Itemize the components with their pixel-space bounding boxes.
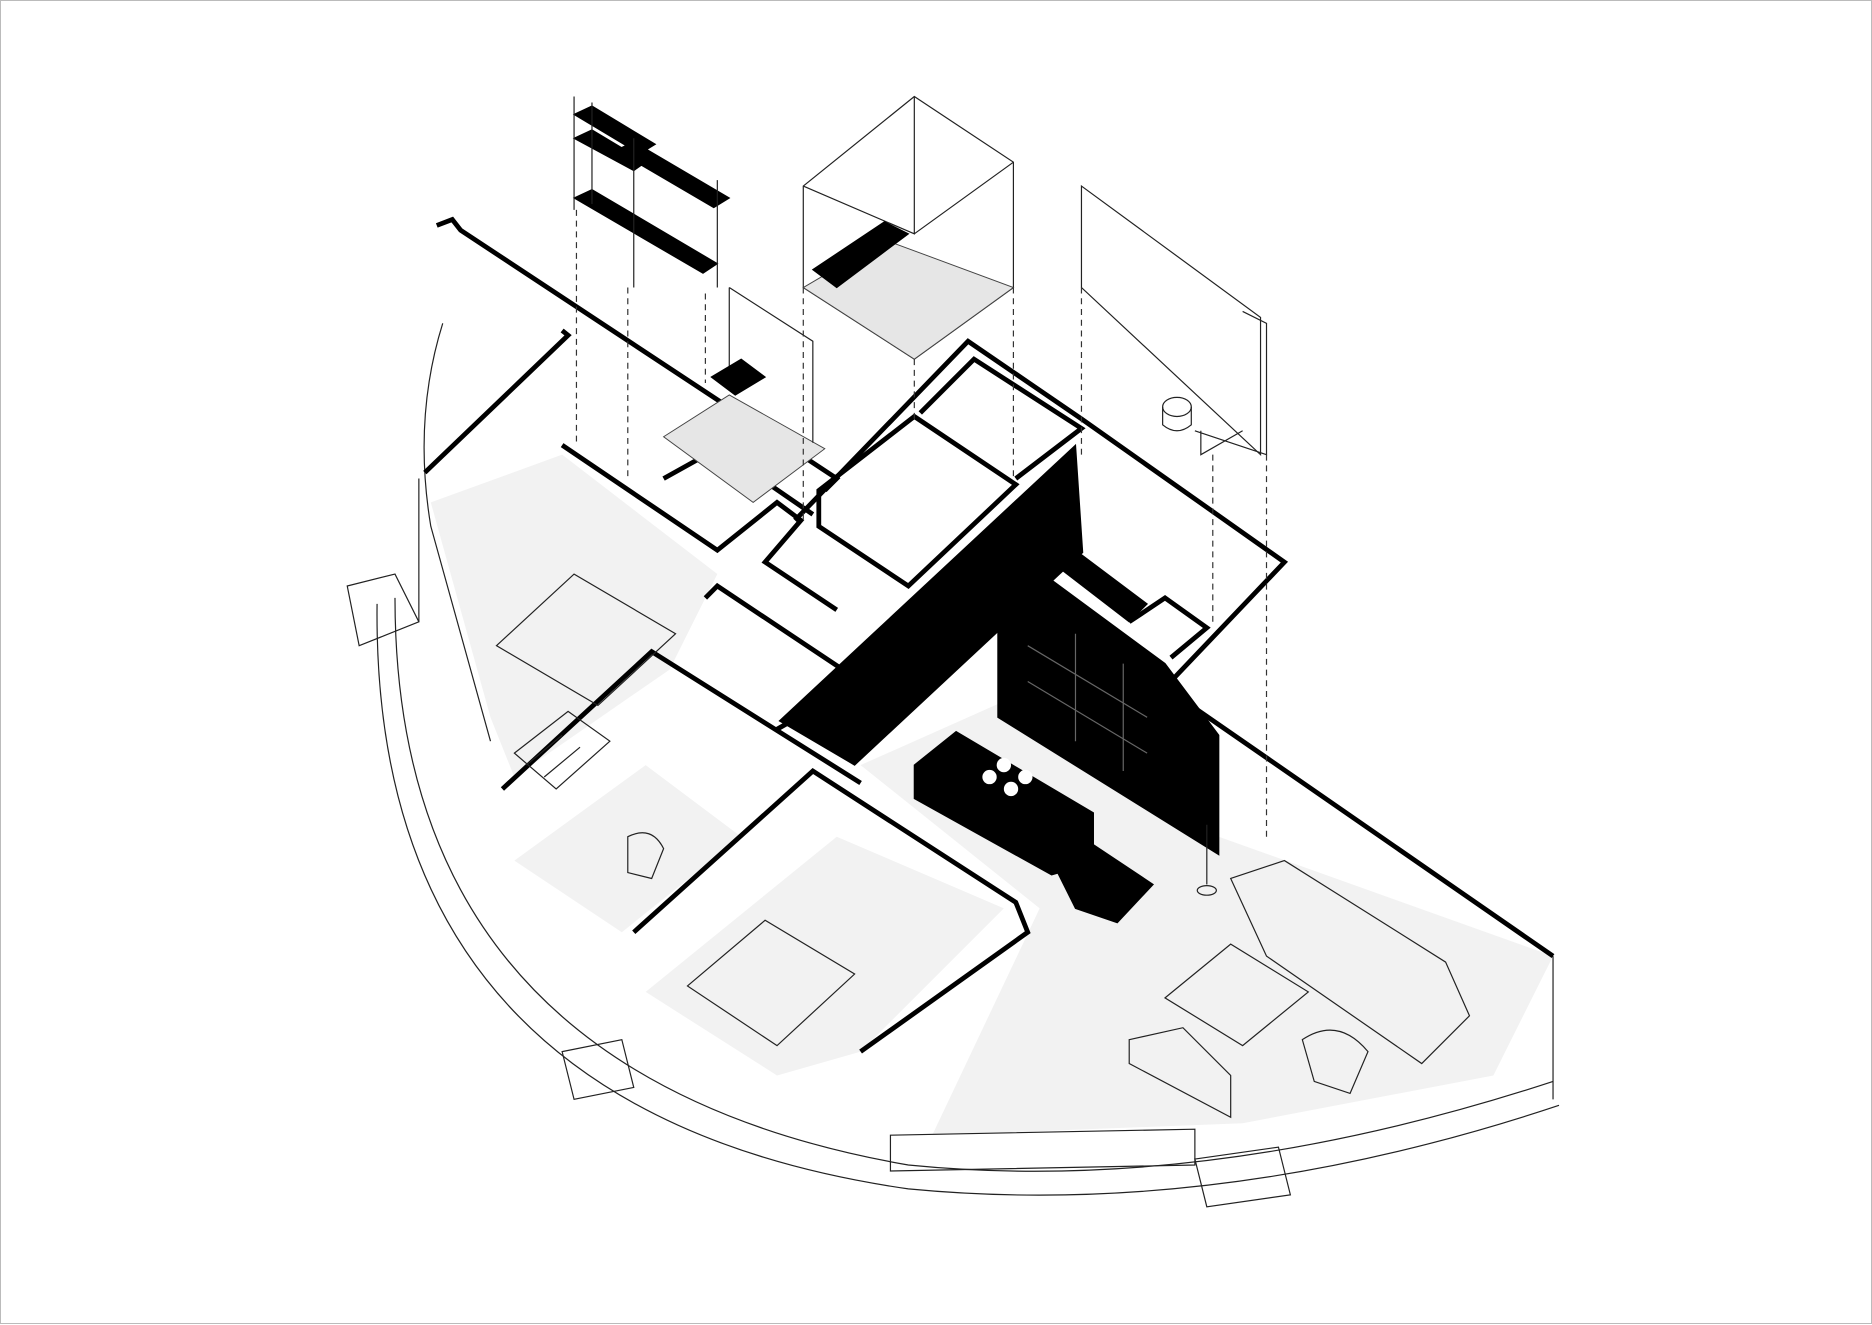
- exploded-wardrobe: [1080, 184, 1268, 457]
- exploded-shelving: [572, 96, 731, 288]
- curved-facade: [346, 323, 1560, 1208]
- furniture: [495, 573, 1471, 1119]
- kitchen-wall-units: [778, 443, 1220, 856]
- kitchen-island: [913, 730, 1155, 924]
- section-walls: [423, 216, 1555, 1054]
- projection-lines: [575, 209, 1268, 837]
- exploded-bathroom: [662, 95, 1015, 504]
